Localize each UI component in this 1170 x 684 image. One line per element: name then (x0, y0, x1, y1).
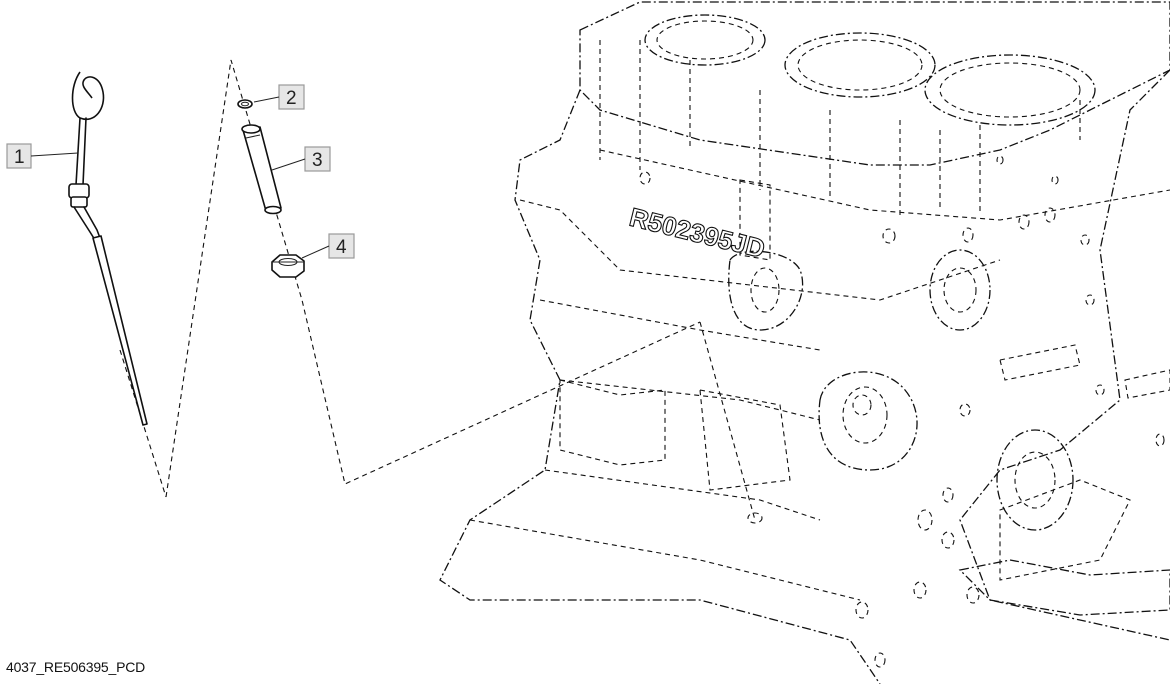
callout-1-label: 1 (14, 147, 25, 168)
callout-4: 4 (301, 233, 355, 259)
casting-mark: R502395 (627, 202, 737, 257)
dipstick-tube-part (241, 124, 282, 215)
block-bolt-holes (639, 155, 1165, 668)
callout-3: 3 (271, 146, 331, 172)
engine-block: R502395 JD (439, 1, 1170, 684)
callout-4-label: 4 (336, 237, 347, 258)
casting-letter: JD (729, 227, 769, 264)
assembly-lines (119, 59, 756, 521)
callout-2-label: 2 (286, 88, 297, 109)
callout-3-label: 3 (312, 150, 323, 171)
o-ring-part (237, 99, 253, 109)
callout-2: 2 (253, 84, 305, 110)
dipstick-part (68, 71, 148, 426)
callout-1: 1 (6, 143, 79, 169)
image-code-caption: 4037_RE506395_PCD (6, 659, 146, 675)
nut-part (271, 254, 305, 278)
